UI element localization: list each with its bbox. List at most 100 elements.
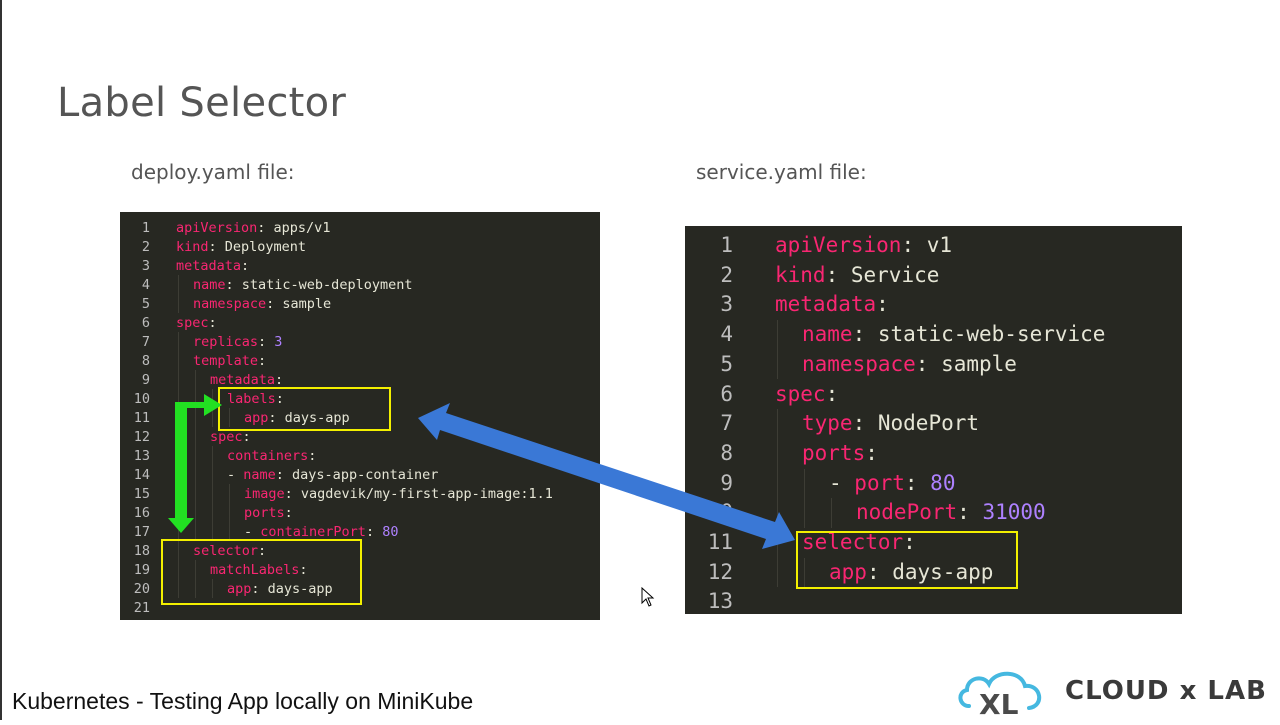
mouse-cursor-icon — [641, 587, 655, 607]
yaml-key: containerPort — [260, 524, 366, 540]
line-number: 1 — [720, 233, 733, 257]
yaml-key: app — [227, 581, 252, 597]
code-line: image: vagdevik/my-first-app-image:1.1 — [244, 486, 553, 502]
yaml-key: ports — [802, 440, 866, 465]
yaml-separator: : — [251, 581, 268, 597]
deploy-caption: deploy.yaml file: — [131, 160, 295, 184]
yaml-separator: : — [241, 258, 250, 274]
list-dash: - — [227, 467, 244, 483]
indent-guide — [178, 446, 179, 465]
code-line: app: days-app — [244, 410, 350, 426]
yaml-separator: : — [915, 351, 942, 376]
yaml-key: template — [193, 353, 259, 369]
yaml-separator: : — [275, 372, 284, 388]
yaml-separator: : — [852, 411, 878, 436]
yaml-separator: : — [258, 353, 267, 369]
indent-guide — [229, 522, 230, 541]
yaml-separator: : — [876, 292, 889, 317]
yaml-key: replicas — [193, 334, 259, 350]
line-number: 6 — [720, 381, 733, 406]
code-line: spec: — [210, 429, 251, 445]
line-number: 12 — [133, 429, 150, 445]
slide-left-border — [0, 0, 2, 720]
indent-guide — [777, 498, 778, 528]
line-number: 2 — [720, 262, 733, 287]
indent-guide — [212, 484, 213, 503]
yaml-key: selector — [802, 530, 904, 554]
yaml-key: nodePort — [856, 500, 958, 525]
indent-guide — [178, 294, 179, 313]
code-line: matchLabels: — [210, 562, 308, 578]
indent-guide — [178, 275, 179, 294]
yaml-key: port — [854, 470, 905, 495]
yaml-separator: : — [284, 505, 293, 521]
yaml-key: apiVersion — [775, 233, 902, 257]
svg-text:XL: XL — [979, 688, 1019, 720]
line-number: 21 — [133, 600, 150, 616]
indent-guide — [777, 409, 778, 439]
yaml-separator: : — [901, 233, 927, 257]
indent-guide — [195, 465, 196, 484]
line-number: 16 — [133, 505, 150, 521]
line-number: 4 — [720, 322, 733, 347]
code-line: template: — [193, 353, 266, 369]
yaml-value: 80 — [930, 470, 956, 495]
indent-guide — [212, 465, 213, 484]
yaml-separator: : — [266, 296, 283, 312]
indent-guide — [195, 370, 196, 389]
code-line: ports: — [244, 505, 293, 521]
yaml-value: apps/v1 — [273, 220, 331, 236]
code-line: namespace: sample — [193, 296, 331, 312]
indent-guide — [178, 370, 179, 389]
code-line: containers: — [227, 448, 316, 464]
yaml-key: metadata — [176, 258, 242, 274]
indent-guide — [195, 484, 196, 503]
indent-guide — [777, 349, 778, 380]
indent-guide — [777, 468, 778, 499]
yaml-key: name — [802, 322, 853, 347]
service-selector-highlight — [796, 531, 1018, 589]
yaml-value: static-web-service — [877, 322, 1106, 347]
yaml-separator: : — [284, 486, 301, 502]
yaml-key: kind — [775, 262, 826, 287]
yaml-key: image — [244, 486, 285, 502]
line-number: 19 — [133, 562, 150, 578]
indent-guide — [212, 389, 213, 408]
line-number: 15 — [133, 486, 150, 502]
indent-guide — [777, 557, 778, 588]
line-number: 7 — [720, 411, 733, 436]
yaml-separator: : — [208, 239, 225, 255]
line-number: 5 — [720, 351, 733, 376]
yaml-value: static-web-deployment — [241, 277, 413, 293]
yaml-separator: : — [258, 334, 275, 350]
code-line: kind: Deployment — [176, 239, 306, 255]
code-line: name: static-web-deployment — [193, 277, 412, 293]
code-line: - containerPort: 80 — [244, 524, 398, 540]
indent-guide — [195, 408, 196, 427]
code-line: name: static-web-service — [802, 322, 1105, 346]
line-number: 13 — [707, 589, 733, 614]
yaml-key: selector — [193, 543, 259, 559]
yaml-key: namespace — [802, 351, 916, 376]
yaml-key: name — [193, 277, 226, 293]
line-number: 9 — [720, 470, 733, 495]
indent-guide — [777, 528, 778, 558]
line-number: 18 — [133, 543, 150, 559]
yaml-separator: : — [852, 322, 878, 347]
indent-guide — [178, 427, 179, 446]
code-line: apiVersion: v1 — [775, 233, 952, 257]
line-number: 10 — [707, 500, 733, 525]
line-number: 3 — [720, 292, 733, 317]
line-number: 12 — [707, 559, 733, 584]
code-line: kind: Service — [775, 263, 939, 287]
code-line: labels: — [227, 391, 284, 407]
yaml-value: Deployment — [224, 239, 307, 255]
code-line: spec: — [176, 315, 217, 331]
yaml-value: days-app-container — [292, 467, 439, 483]
line-number: 11 — [133, 410, 150, 426]
logo-text: CLOUD x LAB — [1065, 676, 1267, 706]
line-number: 2 — [141, 239, 150, 255]
yaml-key: metadata — [775, 292, 877, 317]
cloud-logo-icon: XL — [958, 671, 1041, 721]
yaml-separator: : — [825, 262, 851, 287]
